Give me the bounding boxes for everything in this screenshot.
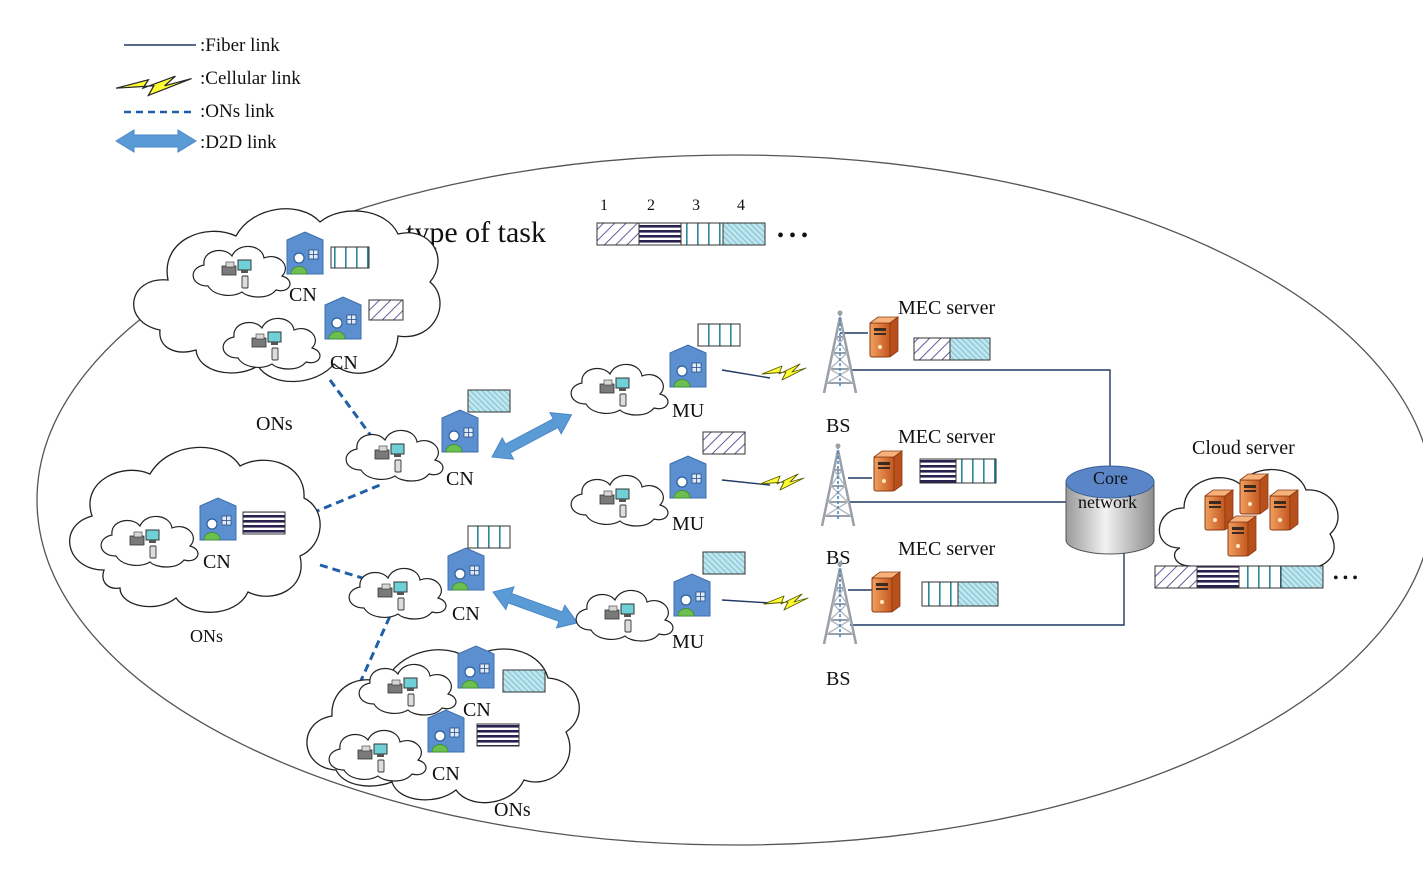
legend-d2d-arrow-icon <box>115 129 197 153</box>
mu-task-queue <box>702 551 746 575</box>
mu-task-queue <box>702 431 746 455</box>
core-network-icon <box>1065 465 1155 555</box>
cloud-task-queue <box>1280 565 1324 589</box>
network-boundary <box>36 154 1423 846</box>
cellular-bolt-icon <box>759 473 805 491</box>
core-network-label: Core <box>1093 468 1128 488</box>
house-cn-icon <box>286 231 324 275</box>
mec-task-queue <box>957 581 999 607</box>
mec-server-icon <box>869 316 899 358</box>
task-number-1: 1 <box>600 197 608 214</box>
cn-task-queue <box>368 299 404 321</box>
mec-server-label: MEC server <box>898 426 996 448</box>
cloud-task-queue <box>1154 565 1198 589</box>
bs-tower-icon <box>820 442 856 528</box>
cn-task-queue <box>330 246 370 269</box>
house-cn-icon <box>457 645 495 689</box>
house-mu-icon <box>669 344 707 388</box>
legend: :Fiber link :Cellular link :ONs link :D2… <box>115 35 301 153</box>
device-cloud-icon <box>345 429 444 482</box>
cloud-task-queue <box>1196 565 1240 589</box>
house-cn-icon <box>427 709 465 753</box>
cloud-server-icon <box>1239 473 1269 515</box>
mu-label: MU <box>672 631 705 653</box>
core-network-label: network <box>1078 492 1137 512</box>
cn-task-queue <box>242 511 286 535</box>
cn-task-queue <box>476 723 520 747</box>
cn-task-queue <box>467 389 511 413</box>
house-mu-icon <box>673 573 711 617</box>
house-mu-icon <box>669 455 707 499</box>
legend-cellular-bolt-icon <box>115 75 192 97</box>
mec-task-queue <box>955 458 997 484</box>
legend-cellular-label: :Cellular link <box>200 68 301 89</box>
bs-label: BS <box>826 547 850 569</box>
task-ellipsis: • • • <box>777 225 808 247</box>
bs-label: BS <box>826 415 850 437</box>
task-swatch-4 <box>722 222 766 246</box>
cn-task-queue <box>502 669 546 693</box>
cellular-bolt-icon <box>763 593 809 611</box>
ons-label: ONs <box>494 799 531 821</box>
ons-cloud-left <box>69 446 321 613</box>
cn-label: CN <box>452 603 480 625</box>
cn-label: CN <box>203 551 231 573</box>
mec-server-icon <box>871 571 901 613</box>
cloud-task-queue <box>1238 565 1282 589</box>
cn-label: CN <box>446 468 474 490</box>
device-cloud-icon <box>570 474 669 527</box>
task-swatch-2 <box>638 222 682 246</box>
task-number-4: 4 <box>737 197 745 214</box>
device-cloud-icon <box>575 589 674 642</box>
task-type-legend: type of task 1 2 3 4 • • • <box>406 197 808 249</box>
device-cloud-icon <box>348 567 447 620</box>
mec-server-label: MEC server <box>898 297 996 319</box>
cn-task-queue <box>467 525 511 549</box>
cn-label: CN <box>289 284 317 306</box>
mec-task-queue <box>921 581 959 607</box>
cloud-server-label: Cloud server <box>1192 437 1295 459</box>
legend-fiber-label: :Fiber link <box>200 35 280 56</box>
d2d-arrow-icon <box>488 580 583 635</box>
house-cn-icon <box>324 296 362 340</box>
device-cloud-icon <box>570 363 669 416</box>
cn-label: CN <box>432 763 460 785</box>
task-number-3: 3 <box>692 197 700 214</box>
house-cn-icon <box>447 547 485 591</box>
bs-tower-icon <box>822 309 858 395</box>
fiber-links <box>721 332 1125 626</box>
mec-server-icon <box>873 450 903 492</box>
mec-task-queue <box>949 337 991 361</box>
mu-label: MU <box>672 400 705 422</box>
d2d-arrow-icon <box>485 403 578 469</box>
mu-task-queue <box>697 323 741 347</box>
ons-label: ONs <box>190 626 223 646</box>
cloud-ellipsis: • • • <box>1333 570 1358 587</box>
house-cn-icon <box>199 497 237 541</box>
ons-label: ONs <box>256 413 293 435</box>
mu-label: MU <box>672 513 705 535</box>
mec-task-queue <box>919 458 957 484</box>
legend-ons-label: :ONs link <box>200 101 275 122</box>
mec-task-queue <box>913 337 951 361</box>
cloud-server-icon <box>1269 489 1299 531</box>
house-cn-icon <box>441 409 479 453</box>
cn-label: CN <box>463 699 491 721</box>
task-swatch-3 <box>680 222 724 246</box>
mec-server-label: MEC server <box>898 538 996 560</box>
legend-d2d-label: :D2D link <box>200 132 277 153</box>
bs-label: BS <box>826 668 850 690</box>
cloud-server-icon <box>1227 515 1257 557</box>
task-swatch-1 <box>596 222 640 246</box>
cn-label: CN <box>330 352 358 374</box>
task-number-2: 2 <box>647 197 655 214</box>
bs-tower-icon <box>822 560 858 646</box>
